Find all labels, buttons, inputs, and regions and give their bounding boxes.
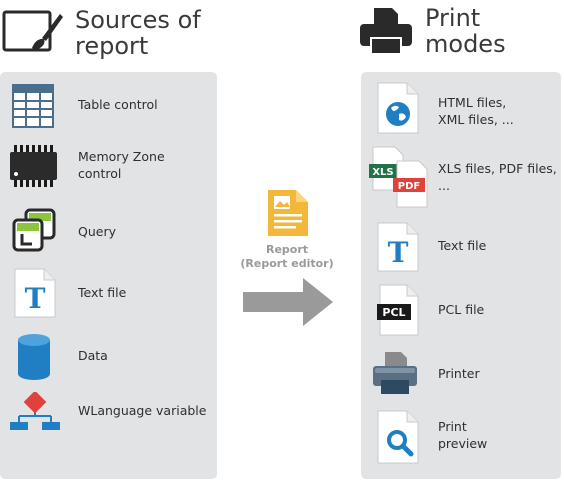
sources-heading-icon xyxy=(2,8,64,56)
pdf-badge: PDF xyxy=(398,181,420,192)
print-mode-label: XLS files, PDF files, ... xyxy=(438,161,557,193)
source-table-control: Table control xyxy=(0,80,217,132)
print-mode-xls-pdf: XLS PDF XLS files, PDF files, ... xyxy=(361,144,561,208)
source-query: Query xyxy=(0,202,217,258)
xls-pdf-file-icon: XLS PDF xyxy=(367,146,433,208)
pcl-file-icon: PCL xyxy=(377,284,421,336)
pcl-badge: PCL xyxy=(382,306,405,319)
print-mode-print-preview: Print preview xyxy=(361,408,561,468)
print-mode-printer: Printer xyxy=(361,346,561,402)
print-heading-icon xyxy=(358,6,414,56)
database-icon xyxy=(16,332,52,382)
printer-icon xyxy=(371,350,419,396)
print-mode-label: Print preview xyxy=(438,419,488,451)
print-mode-label: Text file xyxy=(438,238,487,253)
print-mode-text-file: T Text file xyxy=(361,220,561,276)
svg-text:T: T xyxy=(388,236,409,269)
print-mode-pcl: PCL PCL file xyxy=(361,282,561,338)
query-icon xyxy=(12,208,56,252)
report-document-icon xyxy=(266,188,310,238)
print-mode-label: Printer xyxy=(438,366,480,381)
wlanguage-variable-icon xyxy=(8,392,62,432)
source-data: Data xyxy=(0,328,217,384)
source-label: Data xyxy=(78,348,108,363)
xls-badge: XLS xyxy=(372,167,393,178)
sources-heading: Sources of report xyxy=(75,6,201,60)
text-file-icon: T xyxy=(14,268,56,318)
print-mode-html: HTML files, XML files, ... xyxy=(361,80,561,136)
source-label: WLanguage variable xyxy=(78,403,207,418)
print-modes-panel: HTML files, XML files, ... XLS PDF XLS f… xyxy=(361,72,561,479)
source-memory-zone-control: Memory Zone control xyxy=(0,138,217,194)
print-preview-icon xyxy=(377,410,423,466)
print-mode-label: HTML files, XML files, ... xyxy=(438,95,514,127)
globe-file-icon xyxy=(377,82,419,134)
source-label: Table control xyxy=(78,97,158,112)
source-label: Memory Zone control xyxy=(78,149,165,181)
report-label: Report (Report editor) xyxy=(240,243,334,270)
print-heading: Print modes xyxy=(425,4,506,58)
right-arrow-icon xyxy=(243,278,335,326)
sources-panel: Table control Memory Zone control xyxy=(0,72,217,479)
source-wlanguage-variable: WLanguage variable xyxy=(0,390,217,434)
source-label: Query xyxy=(78,224,116,239)
table-icon xyxy=(12,84,54,128)
text-file-icon: T xyxy=(377,222,419,272)
svg-text:T: T xyxy=(25,282,46,315)
source-text-file: T Text file xyxy=(0,264,217,320)
print-mode-label: PCL file xyxy=(438,302,485,317)
memory-chip-icon xyxy=(8,144,58,188)
source-label: Text file xyxy=(78,285,127,300)
